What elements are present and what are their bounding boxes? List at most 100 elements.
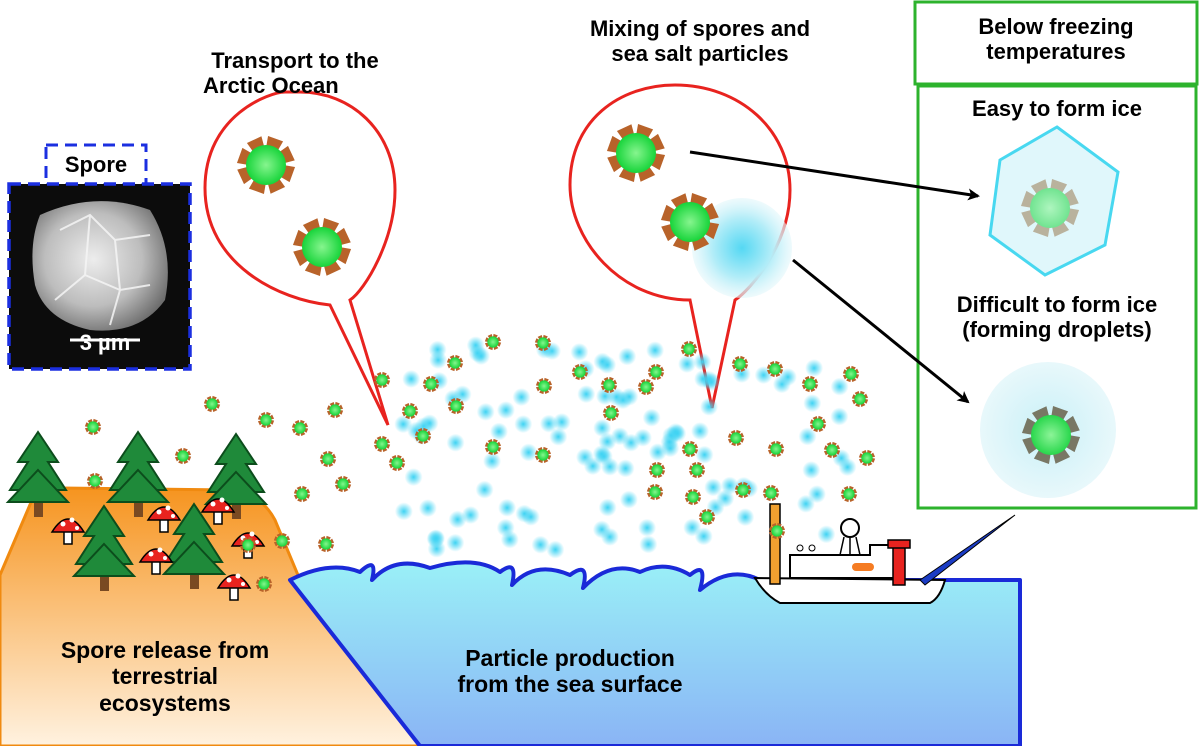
spore-icon	[236, 135, 296, 195]
spore-icon	[447, 397, 465, 415]
sea-salt-particle-icon	[830, 407, 849, 426]
sea-salt-particle-icon	[830, 377, 849, 396]
sea-salt-particles	[394, 336, 857, 559]
arrow-icon	[792, 258, 970, 404]
sea-salt-particle-icon	[692, 198, 792, 298]
spore-icon	[484, 438, 502, 456]
sea-salt-particle-icon	[496, 518, 515, 537]
mushroom-icon	[50, 517, 86, 545]
sea-salt-particle-icon	[796, 494, 815, 513]
particle-production-line-1: Particle production	[465, 645, 675, 671]
sea-salt-particle-icon	[539, 414, 558, 433]
sea-salt-particle-icon	[515, 504, 534, 523]
spore-icon	[680, 340, 698, 358]
spore-icon	[602, 404, 620, 422]
sea-salt-particle-icon	[736, 508, 755, 527]
spore-icon	[239, 536, 257, 554]
spore-icon	[698, 508, 716, 526]
spore-icon	[317, 535, 335, 553]
sea-salt-particle-icon	[519, 443, 538, 462]
spore-icon	[731, 355, 749, 373]
sea-salt-particle-icon	[695, 445, 714, 464]
sea-salt-particle-icon	[600, 457, 619, 476]
below-freezing-title: Below freezing temperatures	[915, 14, 1197, 65]
spore-icon	[823, 441, 841, 459]
sea-salt-particle-icon	[683, 518, 702, 537]
spore-icon	[174, 447, 192, 465]
sea-salt-particle-icon	[448, 510, 467, 529]
sea-salt-particle-icon	[549, 427, 568, 446]
mixing-title-line-2: sea salt particles	[611, 41, 789, 67]
spore-icon	[684, 488, 702, 506]
spore-icon	[255, 575, 273, 593]
spore-icon	[681, 440, 699, 458]
transport-title-line-1: Transport to the	[211, 48, 379, 73]
transport-title-line-2: Arctic Ocean	[203, 73, 339, 99]
spore-icon	[842, 365, 860, 383]
sea-salt-particle-icon	[446, 433, 465, 452]
difficult-ice-label: Difficult to form ice (forming droplets)	[918, 292, 1196, 343]
spore-release-line-2: terrestrial	[111, 663, 219, 690]
spore-icon	[373, 435, 391, 453]
spore-icon	[292, 217, 352, 277]
sea-salt-particle-icon	[489, 422, 508, 441]
sea-salt-particle-icon	[817, 525, 836, 544]
sea-salt-particle-icon	[622, 433, 641, 452]
spore-icon	[768, 522, 786, 540]
spore-icon	[319, 450, 337, 468]
spore-icon	[84, 418, 102, 436]
spore-icon	[688, 461, 706, 479]
spore-icon	[840, 485, 858, 503]
spore-icon	[257, 411, 275, 429]
spore-icon	[600, 376, 618, 394]
sea-salt-particle-icon	[476, 402, 495, 421]
difficult-ice-line-1: Difficult to form ice	[956, 292, 1158, 317]
spore-icon	[203, 395, 221, 413]
sea-salt-particle-icon	[646, 341, 665, 360]
sea-salt-particle-icon	[531, 535, 550, 554]
spore-icon	[446, 354, 464, 372]
spore-icon	[637, 378, 655, 396]
sea-salt-particle-icon	[638, 518, 657, 537]
below-freezing-header-box	[913, 0, 1199, 86]
spore-icon	[809, 415, 827, 433]
difficult-ice-line-2: (forming droplets)	[962, 317, 1152, 343]
sea-salt-particle-icon	[600, 527, 619, 546]
sea-salt-particle-icon	[475, 480, 494, 499]
spore-icon	[1020, 178, 1080, 238]
sea-salt-particle-icon	[426, 529, 445, 548]
sea-salt-particle-icon	[661, 439, 680, 458]
sea-salt-particle-icon	[598, 498, 617, 517]
arrow-icon	[689, 150, 980, 201]
sea-salt-particle-icon	[700, 397, 719, 416]
sea-salt-particle-icon	[404, 468, 423, 487]
sea-salt-particle-icon	[704, 478, 723, 497]
below-freezing-line-2: temperatures	[986, 39, 1126, 65]
easy-ice-label: Easy to form ice	[972, 96, 1142, 121]
sea-salt-particle-icon	[720, 476, 739, 495]
spore-icon	[858, 449, 876, 467]
sea-salt-particle-icon	[805, 359, 824, 378]
sea-salt-particle-icon	[614, 391, 633, 410]
mixing-title: Mixing of spores and sea salt particles	[540, 16, 860, 67]
sea-salt-particle-icon	[618, 347, 637, 366]
sea-salt-particle-icon	[512, 388, 531, 407]
sea-salt-particle-icon	[394, 502, 413, 521]
spore-icon	[647, 363, 665, 381]
sea-salt-particle-icon	[546, 540, 565, 559]
spore-icon	[660, 192, 720, 252]
spore-icon	[762, 484, 780, 502]
tree-icon	[5, 430, 71, 517]
spore-icon	[273, 532, 291, 550]
sea-salt-particle-icon	[593, 352, 612, 371]
spore-icon	[293, 485, 311, 503]
spore-icon	[422, 375, 440, 393]
sea-salt-particle-icon	[693, 352, 712, 371]
transport-title: Transport to the Arctic Ocean	[160, 48, 430, 99]
spore-icon	[401, 402, 419, 420]
sea-salt-particle-icon	[678, 354, 697, 373]
spore-icon	[334, 475, 352, 493]
sea-salt-particle-icon	[702, 373, 721, 392]
sea-salt-particle-icon	[429, 351, 448, 370]
particle-production-label: Particle production from the sea surface	[420, 645, 720, 698]
